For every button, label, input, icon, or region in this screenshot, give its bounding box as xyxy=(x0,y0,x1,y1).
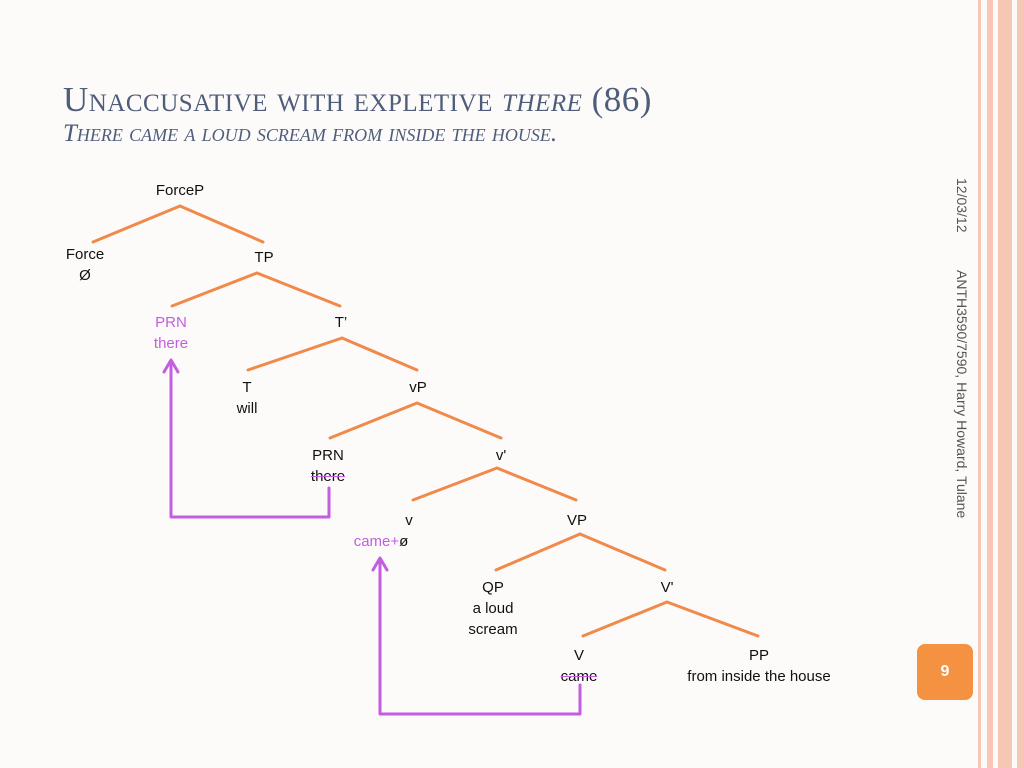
decor-stripe xyxy=(998,0,1012,768)
branch-vp-prn xyxy=(328,401,419,440)
node-word: ø xyxy=(399,533,409,550)
node-word: will xyxy=(236,400,258,417)
node-v-small: v xyxy=(405,510,413,531)
node-Vbar: V' xyxy=(661,577,674,598)
node-label: VP xyxy=(566,512,588,529)
node-label: v xyxy=(405,512,413,529)
node-word: there xyxy=(153,335,189,352)
branch-forcep-tp xyxy=(178,204,265,244)
node-word: came xyxy=(560,668,598,685)
branch-vp-vbar xyxy=(415,401,503,440)
node-word: came+ xyxy=(353,533,400,550)
arrowhead-icon xyxy=(162,358,180,374)
title-emphasis: there xyxy=(502,80,583,119)
node-v-small-word: came+ø xyxy=(354,531,409,552)
branch-tbar-vp xyxy=(340,336,419,372)
node-prn-mid: PRN there xyxy=(311,445,345,487)
slide-title: Unaccusative with expletive there (86) xyxy=(63,80,652,120)
node-label: vP xyxy=(409,379,427,396)
node-tp: TP xyxy=(254,247,273,268)
node-word: from inside the house xyxy=(687,668,831,685)
branch-forcep-force xyxy=(91,204,182,244)
node-forcep: ForceP xyxy=(156,180,204,201)
page-number: 9 xyxy=(940,663,950,680)
node-label: PP xyxy=(748,647,770,664)
branch-Vbar-pp xyxy=(665,600,760,638)
branch-vbar-v xyxy=(411,466,499,502)
node-label: V' xyxy=(660,579,674,596)
node-word: scream xyxy=(468,621,518,638)
arrowhead-icon xyxy=(371,556,389,572)
node-label: PRN xyxy=(312,447,344,464)
node-word: Ø xyxy=(79,267,91,284)
node-label: QP xyxy=(482,579,504,596)
node-label: PRN xyxy=(155,314,187,331)
decor-stripe xyxy=(1017,0,1024,768)
node-vp-small: vP xyxy=(409,377,427,398)
node-qp: QP a loud scream xyxy=(468,577,517,640)
decor-stripe xyxy=(978,0,981,768)
node-label: TP xyxy=(254,249,274,266)
node-tbar: T’ xyxy=(335,312,348,333)
branch-tp-tbar xyxy=(255,271,342,308)
node-label: ForceP xyxy=(155,182,205,199)
branch-VP-Vbar xyxy=(578,532,667,572)
node-label: V xyxy=(573,647,584,664)
node-prn-top: PRN there xyxy=(154,312,188,354)
branch-tp-prn xyxy=(170,271,259,308)
branch-Vbar-V xyxy=(581,600,669,638)
node-label: Force xyxy=(65,246,105,263)
branch-VP-qp xyxy=(494,532,582,572)
movement-line-upper xyxy=(169,360,331,519)
node-word: there xyxy=(310,468,346,485)
node-VP: VP xyxy=(567,510,587,531)
page-number-badge: 9 xyxy=(917,644,973,700)
node-label: T’ xyxy=(334,314,348,331)
slide-subtitle: There came a loud scream from inside the… xyxy=(63,120,558,147)
node-label: v' xyxy=(495,447,507,464)
node-vbar-small: v' xyxy=(496,445,506,466)
node-word: a loud xyxy=(472,600,514,617)
branch-vbar-VP xyxy=(495,466,578,502)
node-pp: PP from inside the house xyxy=(687,645,830,687)
decor-stripe xyxy=(987,0,993,768)
movement-line-lower xyxy=(378,558,582,716)
branch-tbar-t xyxy=(246,336,344,372)
title-number: (86) xyxy=(582,80,652,119)
node-label: T xyxy=(242,379,252,396)
title-main: Unaccusative with expletive xyxy=(63,80,503,119)
